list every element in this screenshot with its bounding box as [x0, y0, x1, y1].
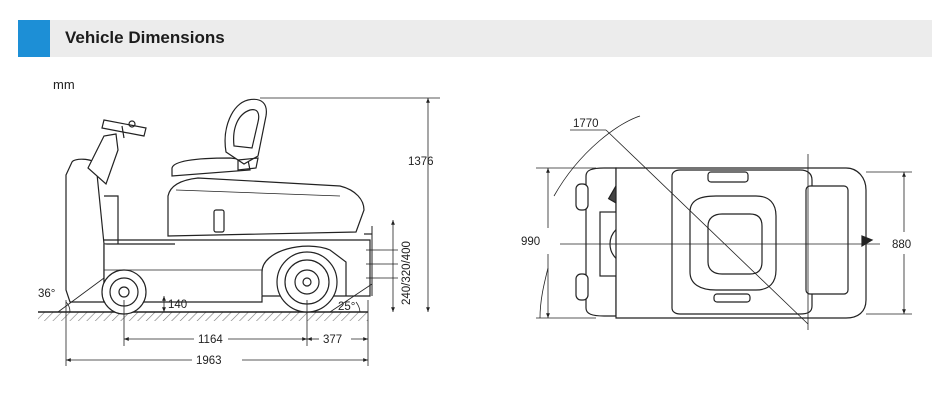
ground-hatch	[38, 312, 368, 321]
turning-arc-bottom	[539, 267, 549, 319]
front-wheel-left	[575, 183, 589, 211]
hitch-height-label: 240/320/400	[401, 241, 413, 305]
side-view-dimensions	[57, 97, 440, 366]
approach-angle-label: 36°	[38, 288, 55, 300]
rear-cover	[805, 185, 849, 295]
rear-body	[167, 177, 365, 237]
overall-width-label: 990	[521, 236, 540, 248]
steering-column	[87, 133, 119, 186]
seat-cushion	[171, 157, 251, 177]
header-accent-bar	[18, 20, 50, 57]
turning-radius-label: 1770	[573, 118, 599, 130]
steering-wheel	[101, 119, 147, 137]
front-wheel-right	[575, 273, 589, 301]
turning-arc-top	[553, 115, 641, 197]
wheelbase-label: 1164	[198, 334, 223, 346]
seat-back	[224, 98, 267, 165]
section-title: Vehicle Dimensions	[65, 28, 225, 47]
unit-label: mm	[53, 77, 75, 92]
top-view-drawing	[575, 167, 874, 319]
departure-angle-line	[329, 283, 373, 313]
overall-length-label: 1963	[196, 355, 222, 367]
overall-height-label: 1376	[408, 156, 434, 168]
section-header: Vehicle Dimensions	[18, 20, 932, 57]
turning-radius-line	[605, 129, 809, 325]
side-view-drawing	[38, 98, 380, 321]
top-view-dimensions	[536, 115, 912, 330]
top-view-labels: 1770 990 880	[521, 118, 911, 251]
side-view-labels: 1376 240/320/400 36° 25° 140 1164 377 19…	[38, 156, 434, 367]
top-seat	[689, 195, 777, 291]
track-width-label: 880	[892, 239, 911, 251]
body-handle	[213, 209, 225, 233]
rear-overhang-label: 377	[323, 334, 342, 346]
top-hitch	[861, 235, 874, 248]
departure-angle-label: 25°	[338, 301, 355, 313]
front-cowl	[65, 158, 105, 303]
ground-clearance-label: 140	[168, 299, 187, 311]
